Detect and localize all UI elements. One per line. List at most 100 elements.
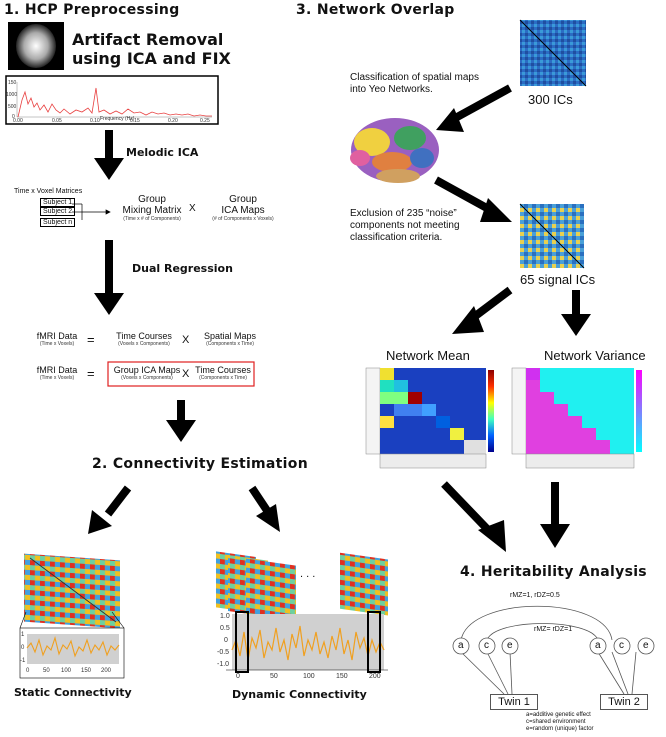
exclusion-line1: Exclusion of 235 “noise” [350, 208, 457, 219]
static-matrix [19, 553, 125, 629]
twin-model [452, 605, 655, 695]
spectrum-ytick: 500 [8, 104, 17, 110]
arrow-connectivity [166, 400, 196, 442]
matrix-65-ics [519, 203, 585, 269]
group-mixing-label: Group Mixing Matrix (Time x # of Compone… [112, 194, 192, 222]
arrow-to-signal [434, 176, 512, 222]
subject-1-box: Subject 1 [40, 198, 76, 207]
static-xtick: 0 [26, 668, 30, 674]
rmz-label: rMZ=1, rDZ=0.5 [510, 592, 560, 599]
dyn-ytick: -1.0 [217, 661, 230, 668]
dyn-ytick: 0.5 [220, 625, 230, 632]
exclusion-line2: components not meeting [350, 220, 460, 231]
factor-e-twin2: e [643, 640, 649, 651]
group-mixing-line1: Group [138, 194, 166, 205]
factor-c-twin1: c [484, 640, 489, 651]
eq2-lhs-text: fMRI Data [36, 365, 78, 375]
eq2-b-sub: (Components x Time) [199, 375, 247, 381]
arrow-melodic [94, 130, 124, 180]
eq1-a-sub: (Voxels x Components) [118, 341, 170, 347]
classification-note: Classification of spatial maps into Yeo … [350, 72, 479, 96]
arrow-to-variance [561, 290, 591, 336]
eq2-a-text: Group ICA Maps [113, 365, 181, 375]
eq1-lhs: fMRI Data (Time x Voxels) [32, 331, 82, 348]
eq1-lhs-sub: (Time x Voxels) [39, 341, 75, 347]
legend-e: e=random (unique) factor [526, 726, 594, 732]
eq1-b: Spatial Maps (Components x Time) [194, 332, 266, 348]
title-hcp-preprocessing: 1. HCP Preprocessing [4, 2, 180, 18]
arrow-to-brain [436, 84, 512, 132]
spectrum-ytick: 0 [12, 114, 15, 120]
ace-legend: a=additive genetic effect c=shared envir… [526, 712, 594, 733]
eq2-lhs-sub: (Time x Voxels) [39, 375, 75, 381]
spectrum-xlabel: Frequency (Hz) [100, 116, 135, 122]
arrow-dual [94, 240, 124, 315]
static-ytick: 0 [21, 645, 25, 651]
dual-regression-label: Dual Regression [132, 262, 233, 275]
eq2-b-text: Time Courses [195, 365, 251, 375]
subject-2-box: Subject 2 [40, 207, 76, 216]
eq2-a-sub: (Voxels x Components) [121, 375, 173, 381]
spectrum-ytick: 1000 [6, 92, 18, 98]
artifact-removal-line2: using ICA and FIX [72, 49, 231, 68]
group-ica-label: Group ICA Maps (# of Components x Voxels… [200, 194, 286, 222]
ellipsis: . . . [300, 568, 316, 580]
dyn-xtick: 50 [270, 673, 278, 680]
spectrum-plot [5, 75, 219, 125]
arrow-mean-to-heritability [441, 481, 506, 552]
factor-c-twin2: c [619, 640, 624, 651]
brain-scan-thumbnail [8, 22, 64, 70]
twin-1-box: Twin 1 [490, 694, 538, 710]
matrices-title: Time x Voxel Matrices [14, 188, 83, 195]
eq2-a: Group ICA Maps (Voxels x Components) [110, 365, 184, 382]
ics-65-label: 65 signal ICs [520, 272, 596, 287]
factor-a-twin1: a [458, 640, 464, 651]
dyn-xtick: 100 [303, 673, 315, 680]
rc-label: rMZ= rDZ=1 [534, 626, 573, 633]
arrow-static [88, 485, 132, 534]
factor-e-twin1: e [507, 640, 513, 651]
eq2-lhs: fMRI Data (Time x Voxels) [32, 365, 82, 382]
static-xtick: 100 [61, 668, 72, 674]
dynamic-matrices [216, 551, 388, 624]
factor-a-twin2: a [595, 640, 601, 651]
group-ica-sub: (# of Components x Voxels) [212, 216, 274, 222]
static-xtick: 50 [43, 668, 50, 674]
dyn-xtick: 150 [336, 673, 348, 680]
classification-line1: Classification of spatial maps [350, 72, 479, 83]
dyn-xtick: 200 [369, 673, 381, 680]
network-mean-label: Network Mean [386, 348, 470, 363]
static-connectivity-label: Static Connectivity [14, 686, 132, 699]
melodic-ica-label: Melodic ICA [126, 146, 199, 159]
arrow-variance-to-heritability [540, 482, 570, 548]
eq1-b-sub: (Components x Time) [206, 341, 254, 347]
exclusion-line3: classification criteria. [350, 232, 443, 243]
static-ytick: 1 [21, 632, 25, 638]
eq1-lhs-text: fMRI Data [36, 331, 78, 341]
highlight-box [107, 361, 255, 387]
eq1-equals: = [87, 332, 95, 347]
group-mixing-sub: (Time x # of Components) [123, 216, 181, 222]
static-ytick: -1 [20, 658, 26, 664]
spectrum-xtick: 0.15 [130, 118, 140, 124]
group-mixing-line2: Mixing Matrix [122, 205, 182, 216]
eq1-times: X [182, 334, 190, 346]
subject-bracket [72, 203, 111, 220]
eq1-a: Time Courses (Voxels x Components) [108, 331, 180, 348]
dyn-ytick: 0 [224, 637, 228, 644]
spectrum-xtick: 0.25 [200, 118, 210, 124]
legend-a: a=additive genetic effect [526, 712, 591, 718]
static-timeseries [19, 627, 125, 679]
arrow-to-mean [452, 286, 513, 334]
eq1-a-text: Time Courses [116, 331, 172, 341]
twin-2-box: Twin 2 [600, 694, 648, 710]
group-ica-line2: ICA Maps [221, 205, 265, 216]
title-heritability-analysis: 4. Heritability Analysis [460, 564, 647, 580]
yeo-brain [350, 118, 439, 183]
ics-300-label: 300 ICs [528, 92, 573, 107]
eq2-times: X [182, 368, 190, 380]
dynamic-connectivity-label: Dynamic Connectivity [232, 688, 367, 701]
title-connectivity-estimation: 2. Connectivity Estimation [92, 456, 308, 472]
subject-n-box: Subject n [40, 218, 76, 227]
